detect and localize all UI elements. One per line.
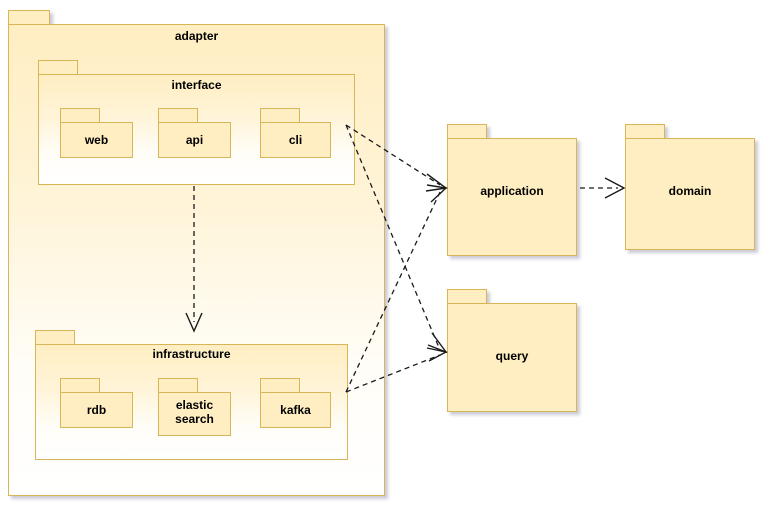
package-cli-body [260, 122, 331, 158]
package-elasticsearch-body [158, 392, 231, 436]
package-elasticsearch-tab [158, 378, 198, 393]
package-infrastructure-tab [35, 330, 75, 345]
package-rdb-body [60, 392, 133, 428]
package-api-tab [158, 108, 198, 123]
package-web-tab [60, 108, 100, 123]
package-query-body [447, 303, 577, 412]
package-api-body [158, 122, 231, 158]
package-domain-body [625, 138, 755, 250]
package-interface-tab [38, 60, 78, 75]
package-rdb-tab [60, 378, 100, 393]
package-adapter-tab [8, 10, 50, 25]
package-kafka-body [260, 392, 331, 428]
package-domain-tab [625, 124, 665, 139]
package-kafka-tab [260, 378, 300, 393]
package-web-body [60, 122, 133, 158]
package-application-body [447, 138, 577, 256]
package-query-tab [447, 289, 487, 304]
edge-application-to-domain [580, 177, 626, 199]
package-application-tab [447, 124, 487, 139]
package-cli-tab [260, 108, 300, 123]
